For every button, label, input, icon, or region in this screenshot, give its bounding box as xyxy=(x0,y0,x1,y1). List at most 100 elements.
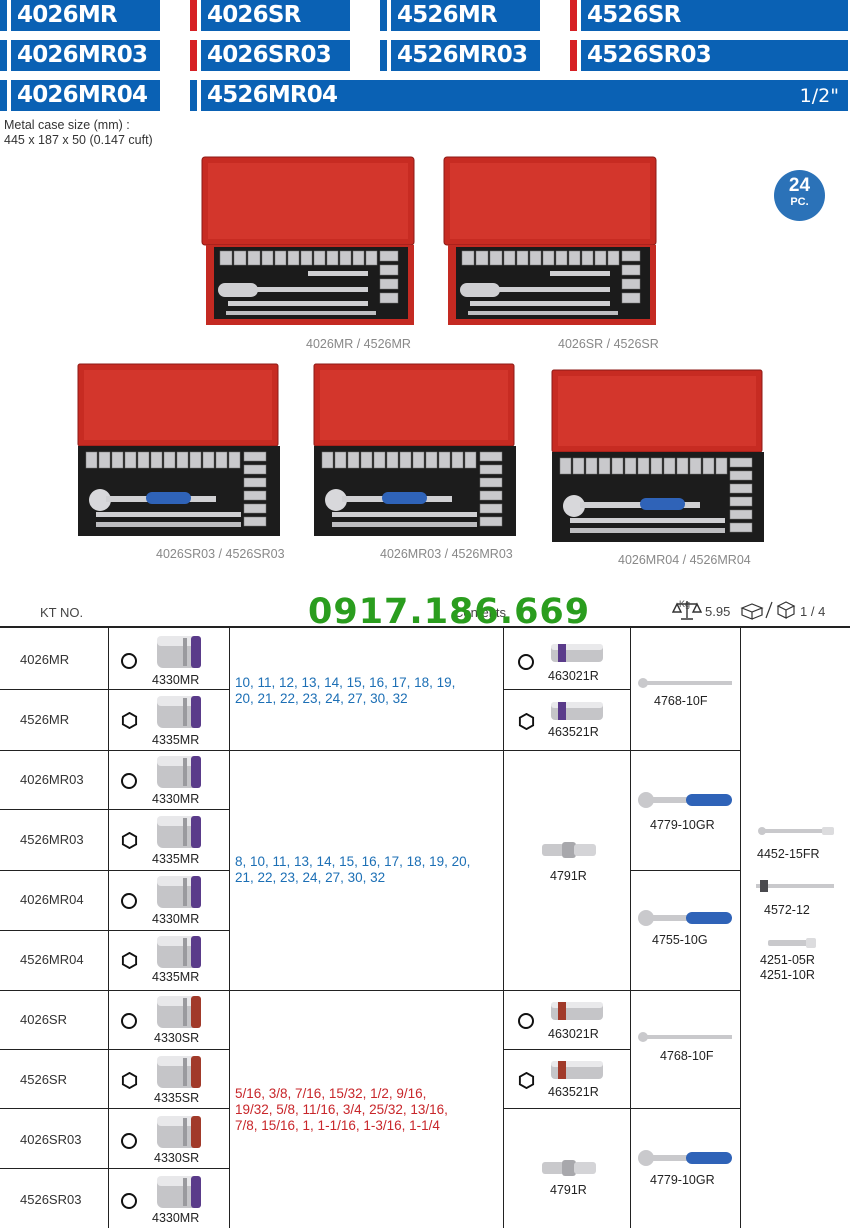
socket-code-row-6: 4335MR xyxy=(152,970,200,984)
col5-code-1: 4768-10F xyxy=(654,694,708,708)
6-point-icon xyxy=(121,1013,137,1029)
col6-code-3: 4251-05R xyxy=(760,953,815,967)
6-point-icon xyxy=(121,893,137,909)
12-point-icon xyxy=(518,713,535,730)
kt-no-row-8: 4526SR xyxy=(20,1072,67,1087)
contents-header: Contents xyxy=(454,605,507,620)
case-caption-mr04: 4026MR04 / 4526MR04 xyxy=(618,553,751,567)
kt-no-row-9: 4026SR03 xyxy=(20,1132,82,1147)
model-tag-4026MR: 4026MR xyxy=(0,0,160,31)
12-point-icon xyxy=(121,832,138,849)
socket-image xyxy=(157,1116,201,1148)
universal-joint-image xyxy=(542,1160,596,1176)
model-tag-4526SR: 4526SR xyxy=(570,0,848,31)
model-tag-4526MR03: 4526MR03 xyxy=(380,40,540,71)
model-tag-4026MR03: 4026MR03 xyxy=(0,40,160,71)
deep-socket-image xyxy=(551,1061,603,1079)
col4-code-4: 463021R xyxy=(548,1027,599,1041)
col5-code-2: 4779-10GR xyxy=(650,818,715,832)
6-point-icon xyxy=(121,773,137,789)
socket-code-row-3: 4330MR xyxy=(152,792,200,806)
col6-code-2: 4572-12 xyxy=(764,903,810,917)
case-image-4026SR03 xyxy=(77,363,280,536)
case-image-4026MR04 xyxy=(551,369,764,542)
deep-socket-image xyxy=(551,702,603,720)
socket-image xyxy=(157,636,201,668)
kt-no-row-7: 4026SR xyxy=(20,1012,67,1027)
kt-no-row-5: 4026MR04 xyxy=(20,892,84,907)
case-image-4026MR xyxy=(201,156,415,325)
12-point-icon xyxy=(121,1072,138,1089)
12-point-icon xyxy=(518,1072,535,1089)
deep-socket-image xyxy=(551,1002,603,1020)
socket-code-row-5: 4330MR xyxy=(152,912,200,926)
weight-scale-icon xyxy=(672,601,702,620)
universal-joint-image xyxy=(542,842,596,858)
col4-code-3: 4791R xyxy=(550,869,587,883)
6-point-icon xyxy=(518,1013,534,1029)
socket-code-row-8: 4335SR xyxy=(154,1091,200,1105)
weight-value: 5.95 xyxy=(705,604,731,619)
package-icon xyxy=(740,601,796,620)
ratchet-blue-grip-image xyxy=(638,1150,732,1166)
case-image-4026SR xyxy=(443,156,657,325)
6-point-icon xyxy=(518,654,534,670)
kt-no-header: KT NO. xyxy=(40,605,84,620)
socket-image xyxy=(157,876,201,908)
6-point-icon xyxy=(121,1133,137,1149)
model-tag-4526MR: 4526MR xyxy=(380,0,540,31)
kt-no-row-10: 4526SR03 xyxy=(20,1192,82,1207)
tee-handle-image xyxy=(756,880,834,892)
case-caption-sr03: 4026SR03 / 4526SR03 xyxy=(156,547,285,561)
model-tag-4026SR: 4026SR xyxy=(190,0,350,31)
case-image-4026MR03 xyxy=(313,363,516,536)
12-point-icon xyxy=(121,952,138,969)
socket-code-row-7: 4330SR xyxy=(154,1031,200,1045)
col5-code-3: 4755-10G xyxy=(652,933,708,947)
ratchet-blue-grip-image xyxy=(638,910,732,926)
piece-count-badge: 24 PC. xyxy=(774,170,825,221)
socket-code-row-9: 4330SR xyxy=(154,1151,200,1165)
col4-code-1: 463021R xyxy=(548,669,599,683)
socket-image xyxy=(157,1056,201,1088)
socket-image xyxy=(157,1176,201,1208)
col6-code-1: 4452-15FR xyxy=(757,847,820,861)
ratchet-blue-grip-image xyxy=(638,792,732,808)
flex-ratchet-image xyxy=(638,1032,732,1042)
socket-code-row-1: 4330MR xyxy=(152,673,200,687)
6-point-icon xyxy=(121,653,137,669)
kt-no-row-2: 4526MR xyxy=(20,712,70,727)
size-list-metric-b: 8, 10, 11, 13, 14, 15, 16, 17, 18, 19, 2… xyxy=(235,854,471,885)
metal-case-size: Metal case size (mm) : 445 x 187 x 50 (0… xyxy=(4,118,153,147)
kt-no-row-4: 4526MR03 xyxy=(20,832,84,847)
model-tag-4526SR03: 4526SR03 xyxy=(570,40,848,71)
size-list-metric-a: 10, 11, 12, 13, 14, 15, 16, 17, 18, 19, … xyxy=(235,675,456,706)
flex-ratchet-image xyxy=(638,678,732,688)
col4-code-5: 463521R xyxy=(548,1085,599,1099)
kt-no-row-1: 4026MR xyxy=(20,652,70,667)
case-caption-sr: 4026SR / 4526SR xyxy=(558,337,659,351)
size-list-inch: 5/16, 3/8, 7/16, 15/32, 1/2, 9/16, 19/32… xyxy=(235,1086,448,1133)
table-top-rule xyxy=(0,626,850,628)
case-caption-mr: 4026MR / 4526MR xyxy=(306,337,411,351)
kt-no-row-6: 4526MR04 xyxy=(20,952,84,967)
6-point-icon xyxy=(121,1193,137,1209)
col4-code-2: 463521R xyxy=(548,725,599,739)
col5-code-5: 4779-10GR xyxy=(650,1173,715,1187)
socket-code-row-10: 4330MR xyxy=(152,1211,200,1225)
drive-size-label: 1/2" xyxy=(799,85,839,107)
kt-no-row-3: 4026MR03 xyxy=(20,772,84,787)
socket-image xyxy=(157,756,201,788)
kg-unit: Kg xyxy=(679,599,691,609)
col5-code-4: 4768-10F xyxy=(660,1049,714,1063)
12-point-icon xyxy=(121,712,138,729)
socket-image xyxy=(157,816,201,848)
socket-image xyxy=(157,936,201,968)
breaker-bar-image xyxy=(758,827,834,835)
model-tag-4026MR04: 4026MR04 xyxy=(0,80,160,111)
deep-socket-image xyxy=(551,644,603,662)
extension-bar-image xyxy=(768,938,816,948)
socket-code-row-2: 4335MR xyxy=(152,733,200,747)
case-caption-mr03: 4026MR03 / 4526MR03 xyxy=(380,547,513,561)
